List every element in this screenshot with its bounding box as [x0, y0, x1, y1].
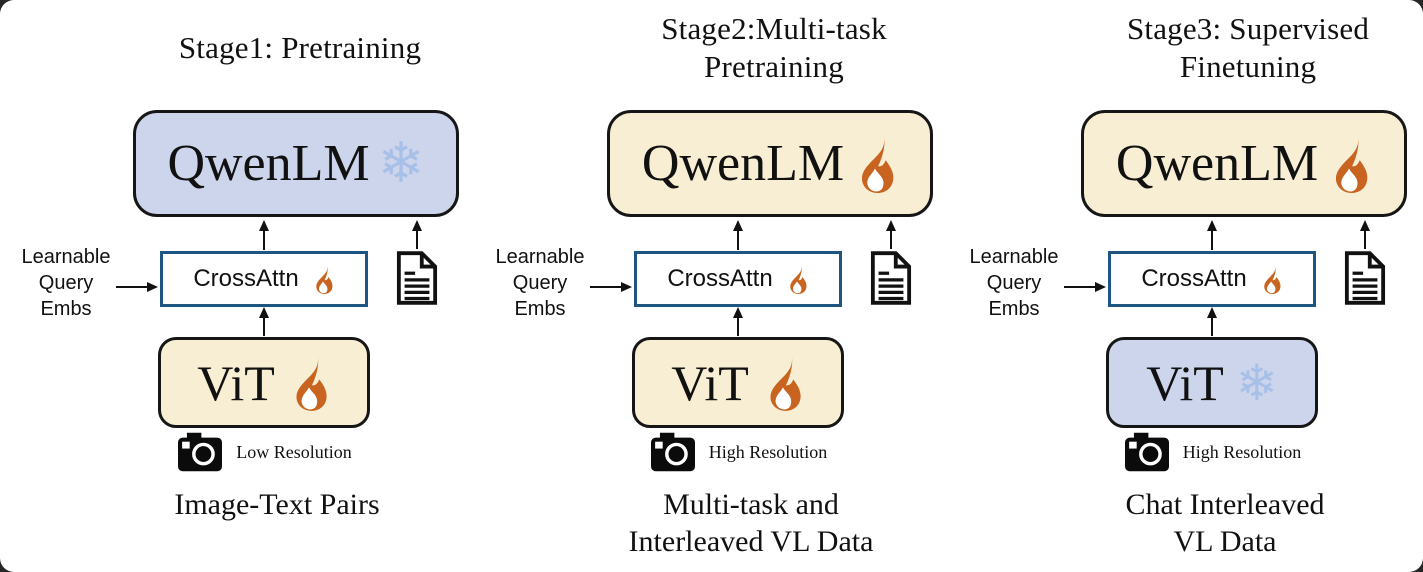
- vit-label: ViT: [197, 354, 275, 411]
- learnable-line3: Embs: [514, 298, 566, 320]
- qwenlm-box: QwenLM ❄: [1081, 110, 1407, 217]
- vit-box: ViT ❄: [158, 337, 370, 428]
- qwenlm-label: QwenLM: [641, 135, 845, 192]
- vit-label: ViT: [1146, 354, 1224, 411]
- stage-title-line1: Stage3: Supervised: [1126, 11, 1370, 46]
- resolution-row: High Resolution: [976, 430, 1423, 474]
- stage-title: Stage1: Pretraining: [110, 6, 490, 90]
- flame-icon: [1263, 264, 1281, 294]
- resolution-row: High Resolution: [502, 430, 976, 474]
- flame-icon: [315, 264, 333, 294]
- caption-line2: Interleaved VL Data: [628, 525, 874, 558]
- stage-title-line2: Finetuning: [1179, 49, 1317, 84]
- flame-icon: [296, 354, 327, 411]
- vit-box: ViT ❄: [632, 337, 844, 428]
- snowflake-icon: ❄: [1235, 353, 1278, 412]
- caption-line1: Multi-task and: [663, 488, 839, 521]
- document-icon: [870, 251, 912, 305]
- learnable-line1: Learnable: [495, 246, 585, 268]
- qwenlm-label: QwenLM: [1115, 135, 1319, 192]
- stage-title-line1: Stage2:Multi-task: [661, 11, 887, 46]
- crossattn-label: CrossAttn: [1141, 265, 1247, 292]
- flame-icon: [1336, 134, 1368, 193]
- learnable-line3: Embs: [988, 298, 1040, 320]
- crossattn-box: CrossAttn: [634, 251, 842, 307]
- resolution-row: Low Resolution: [28, 430, 502, 474]
- crossattn-label: CrossAttn: [667, 265, 773, 292]
- resolution-label: High Resolution: [708, 441, 828, 462]
- stage-title-line1: Stage1: Pretraining: [178, 30, 422, 65]
- learnable-line2: Query: [986, 272, 1042, 294]
- resolution-label: High Resolution: [1182, 441, 1302, 462]
- vit-box: ViT ❄: [1106, 337, 1318, 428]
- camera-icon: [650, 432, 695, 472]
- learnable-query-label: Learnable Query Embs: [8, 244, 124, 322]
- snowflake-icon: ❄: [377, 130, 425, 196]
- flame-icon: [862, 134, 894, 193]
- document-icon: [1344, 251, 1386, 305]
- learnable-line2: Query: [512, 272, 568, 294]
- flame-icon: [770, 354, 801, 411]
- stage-column-2: Stage2:Multi-task Pretraining QwenLM ❄ C…: [474, 0, 948, 572]
- qwenlm-box: QwenLM ❄: [607, 110, 933, 217]
- qwenlm-label: QwenLM: [167, 135, 370, 192]
- crossattn-box: CrossAttn: [160, 251, 368, 307]
- camera-icon: [1124, 432, 1169, 472]
- vit-label: ViT: [671, 354, 749, 411]
- resolution-label: Low Resolution: [236, 441, 352, 462]
- camera-icon: [178, 432, 223, 472]
- learnable-line1: Learnable: [969, 246, 1059, 268]
- caption-line2: VL Data: [1173, 525, 1277, 558]
- crossattn-label: CrossAttn: [193, 265, 299, 292]
- document-icon: [396, 251, 438, 305]
- flame-icon: [789, 264, 807, 294]
- learnable-query-label: Learnable Query Embs: [482, 244, 598, 322]
- stage-title-line2: Pretraining: [704, 49, 844, 84]
- crossattn-box: CrossAttn: [1108, 251, 1316, 307]
- caption-line1: Chat Interleaved: [1125, 488, 1325, 521]
- qwenlm-box: QwenLM ❄: [133, 110, 459, 217]
- dataset-caption: Image-Text Pairs: [77, 486, 477, 523]
- learnable-line3: Embs: [40, 298, 92, 320]
- learnable-line2: Query: [38, 272, 94, 294]
- stage-title: Stage3: Supervised Finetuning: [1058, 6, 1423, 90]
- learnable-line1: Learnable: [21, 246, 111, 268]
- learnable-query-label: Learnable Query Embs: [956, 244, 1072, 322]
- caption-line1: Image-Text Pairs: [174, 488, 380, 521]
- stage-title: Stage2:Multi-task Pretraining: [584, 6, 964, 90]
- stage-column-3: Stage3: Supervised Finetuning QwenLM ❄ C…: [948, 0, 1422, 572]
- dataset-caption: Multi-task and Interleaved VL Data: [551, 486, 951, 560]
- stage-column-1: Stage1: Pretraining QwenLM ❄ CrossAttn V…: [0, 0, 474, 572]
- dataset-caption: Chat Interleaved VL Data: [1025, 486, 1423, 560]
